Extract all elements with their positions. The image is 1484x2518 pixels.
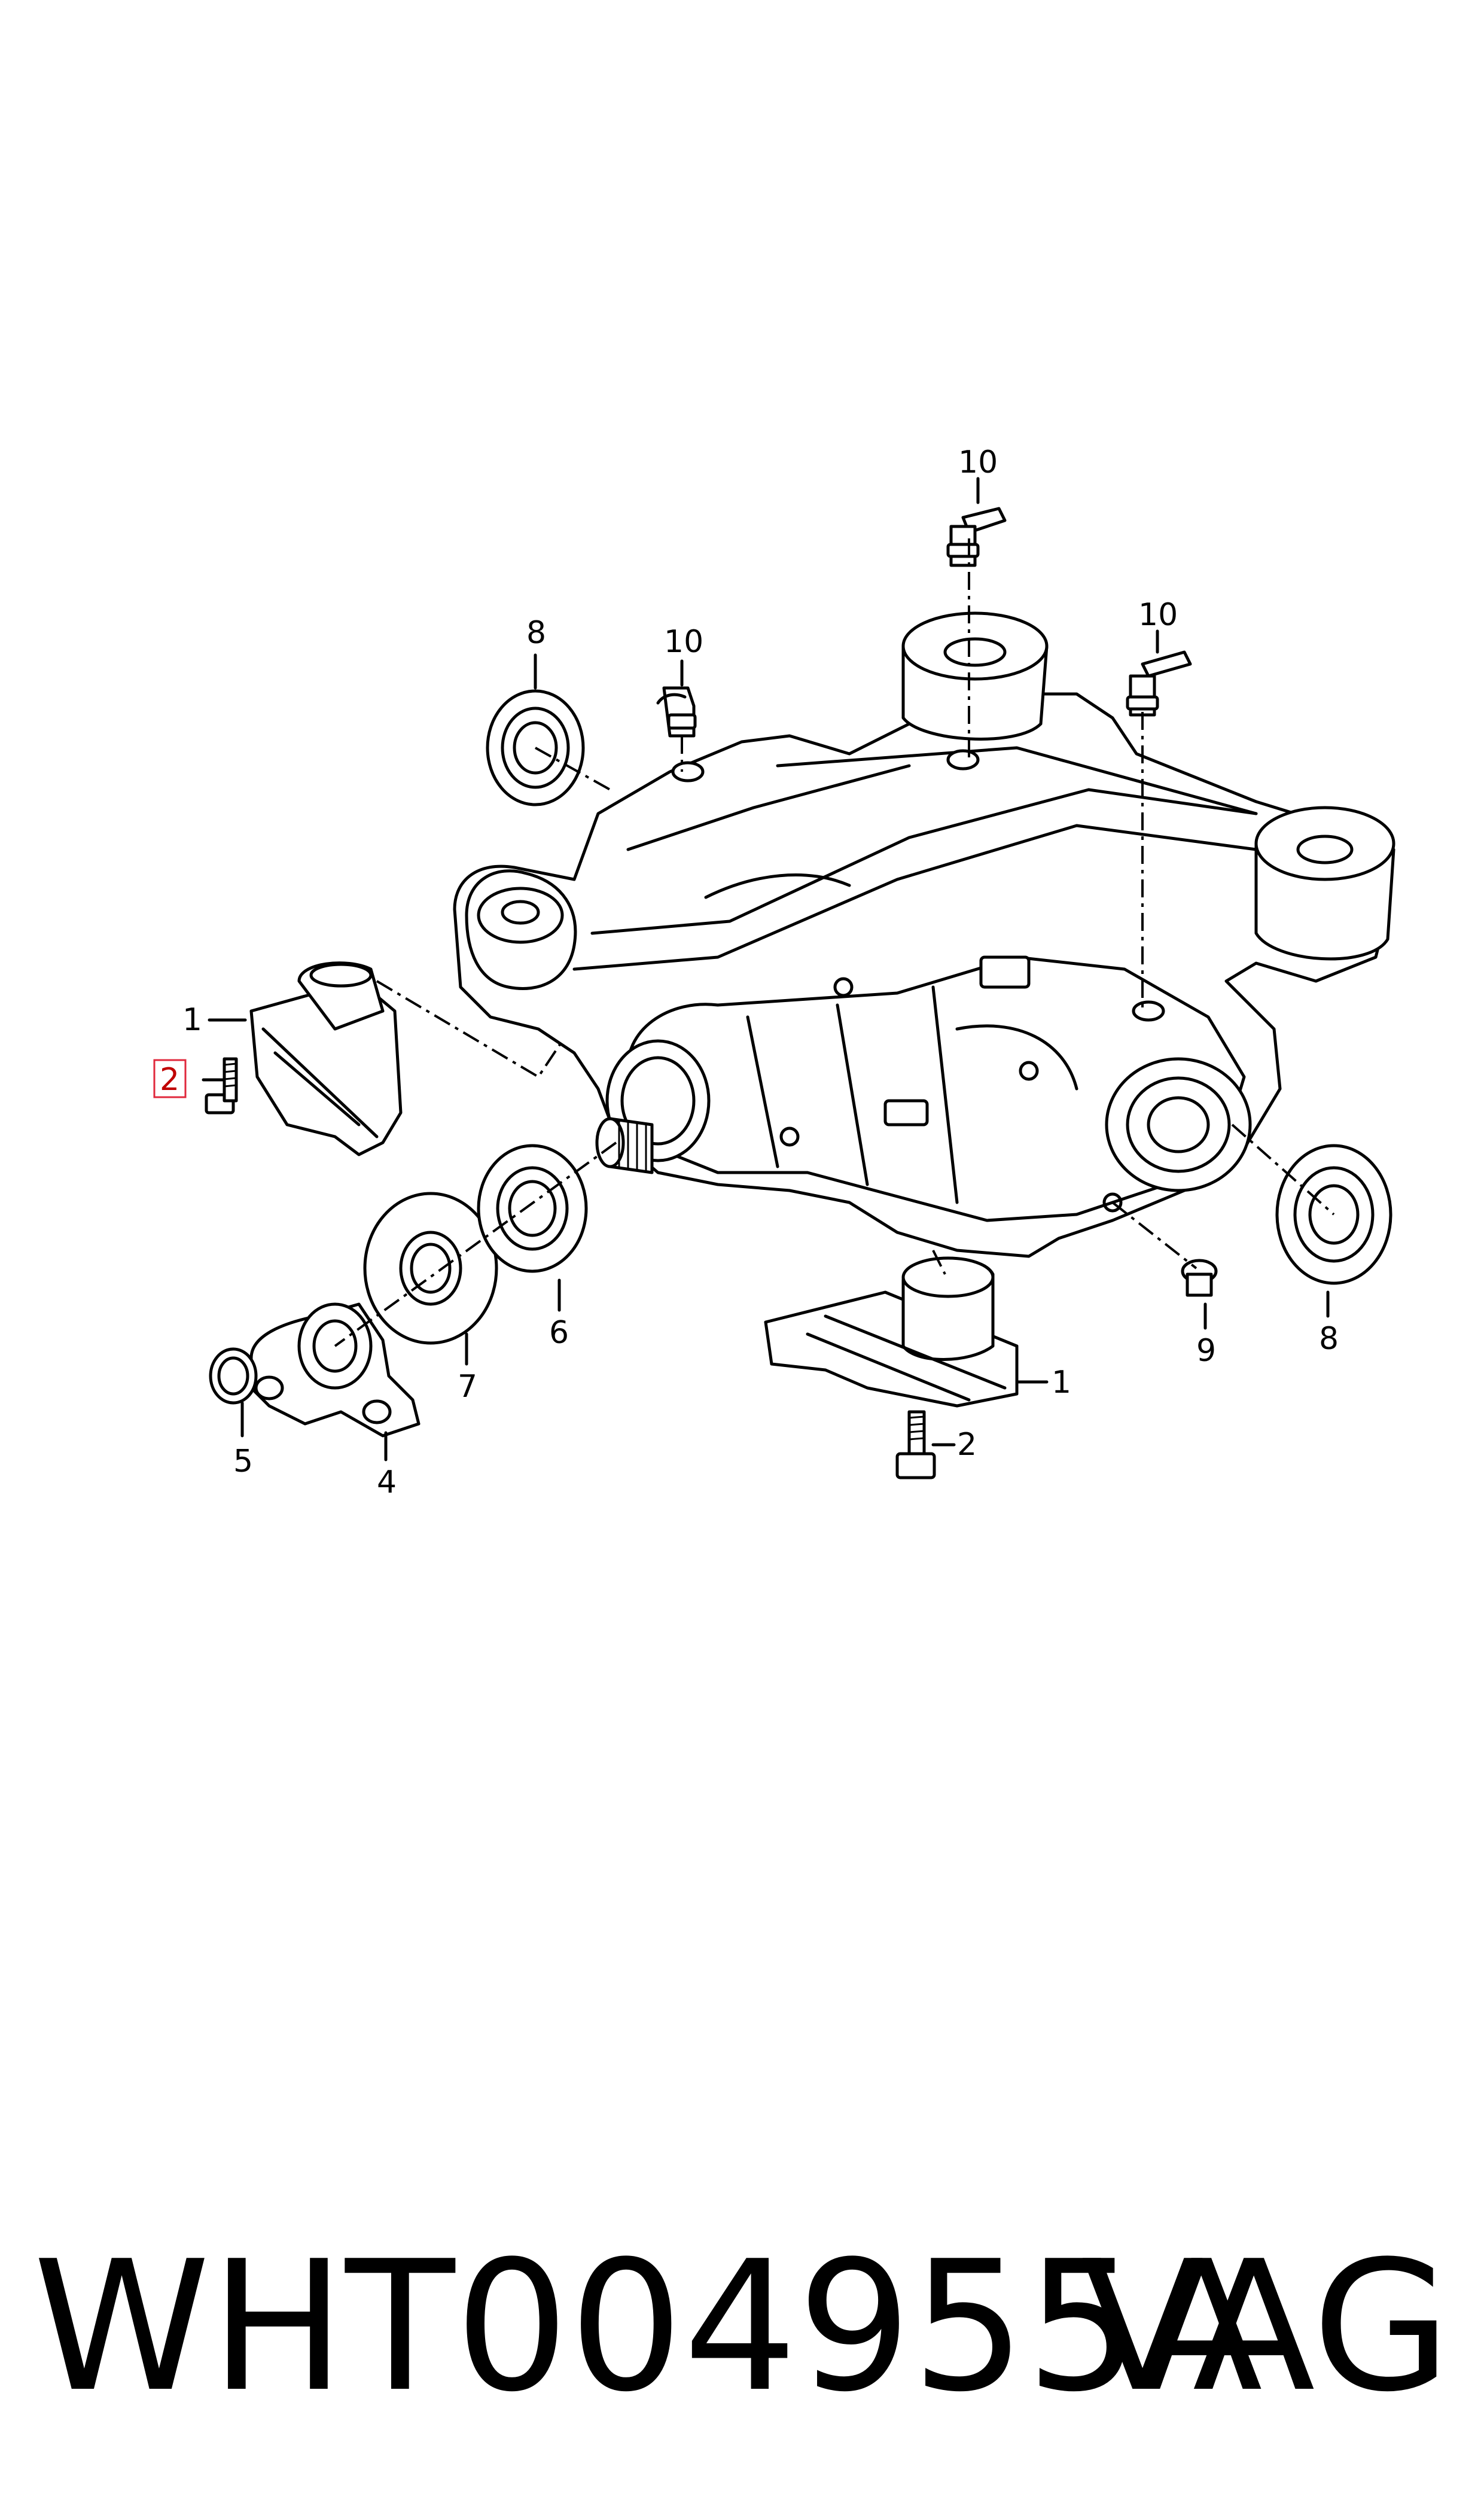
callout-bolt-right: 2 (957, 1427, 977, 1463)
callout-vent-left: 10 (664, 624, 703, 660)
vent-right (1126, 650, 1192, 717)
highlight-box (153, 1059, 187, 1098)
bolt-right (895, 1410, 936, 1479)
callout-seal-right: 8 (1319, 1321, 1339, 1357)
o-ring (209, 1347, 258, 1405)
callout-drain-plug: 9 (1196, 1333, 1216, 1369)
mount-left (249, 961, 403, 1156)
callout-o-ring: 5 (233, 1444, 253, 1479)
bolt-left (205, 1057, 238, 1115)
leader-lines (202, 477, 1335, 1462)
callout-heat-shield: 7 (458, 1369, 477, 1405)
part-number-label: WHT004955A (33, 2222, 1263, 2431)
callout-vent-top: 10 (958, 444, 998, 480)
callout-vent-right: 10 (1138, 597, 1178, 633)
rear-subframe-assembly (453, 611, 1395, 1258)
callout-seal-small: 6 (549, 1315, 569, 1351)
callout-mount-right: 1 (1052, 1365, 1071, 1400)
heat-shield-washer (363, 1192, 498, 1345)
callout-drive-flange: 4 (377, 1464, 397, 1500)
callout-seal-top-left: 8 (526, 615, 546, 651)
vent-top (946, 507, 1007, 567)
vent-left (656, 686, 697, 738)
seal-small (477, 1144, 588, 1273)
drain-plug (1181, 1259, 1218, 1297)
mount-right (764, 1256, 1019, 1408)
callout-bolt-left: 2 (160, 1062, 179, 1098)
callout-mount-left: 1 (182, 1002, 202, 1038)
brand-label: VAG (1081, 2222, 1451, 2431)
drive-flange (249, 1302, 420, 1438)
